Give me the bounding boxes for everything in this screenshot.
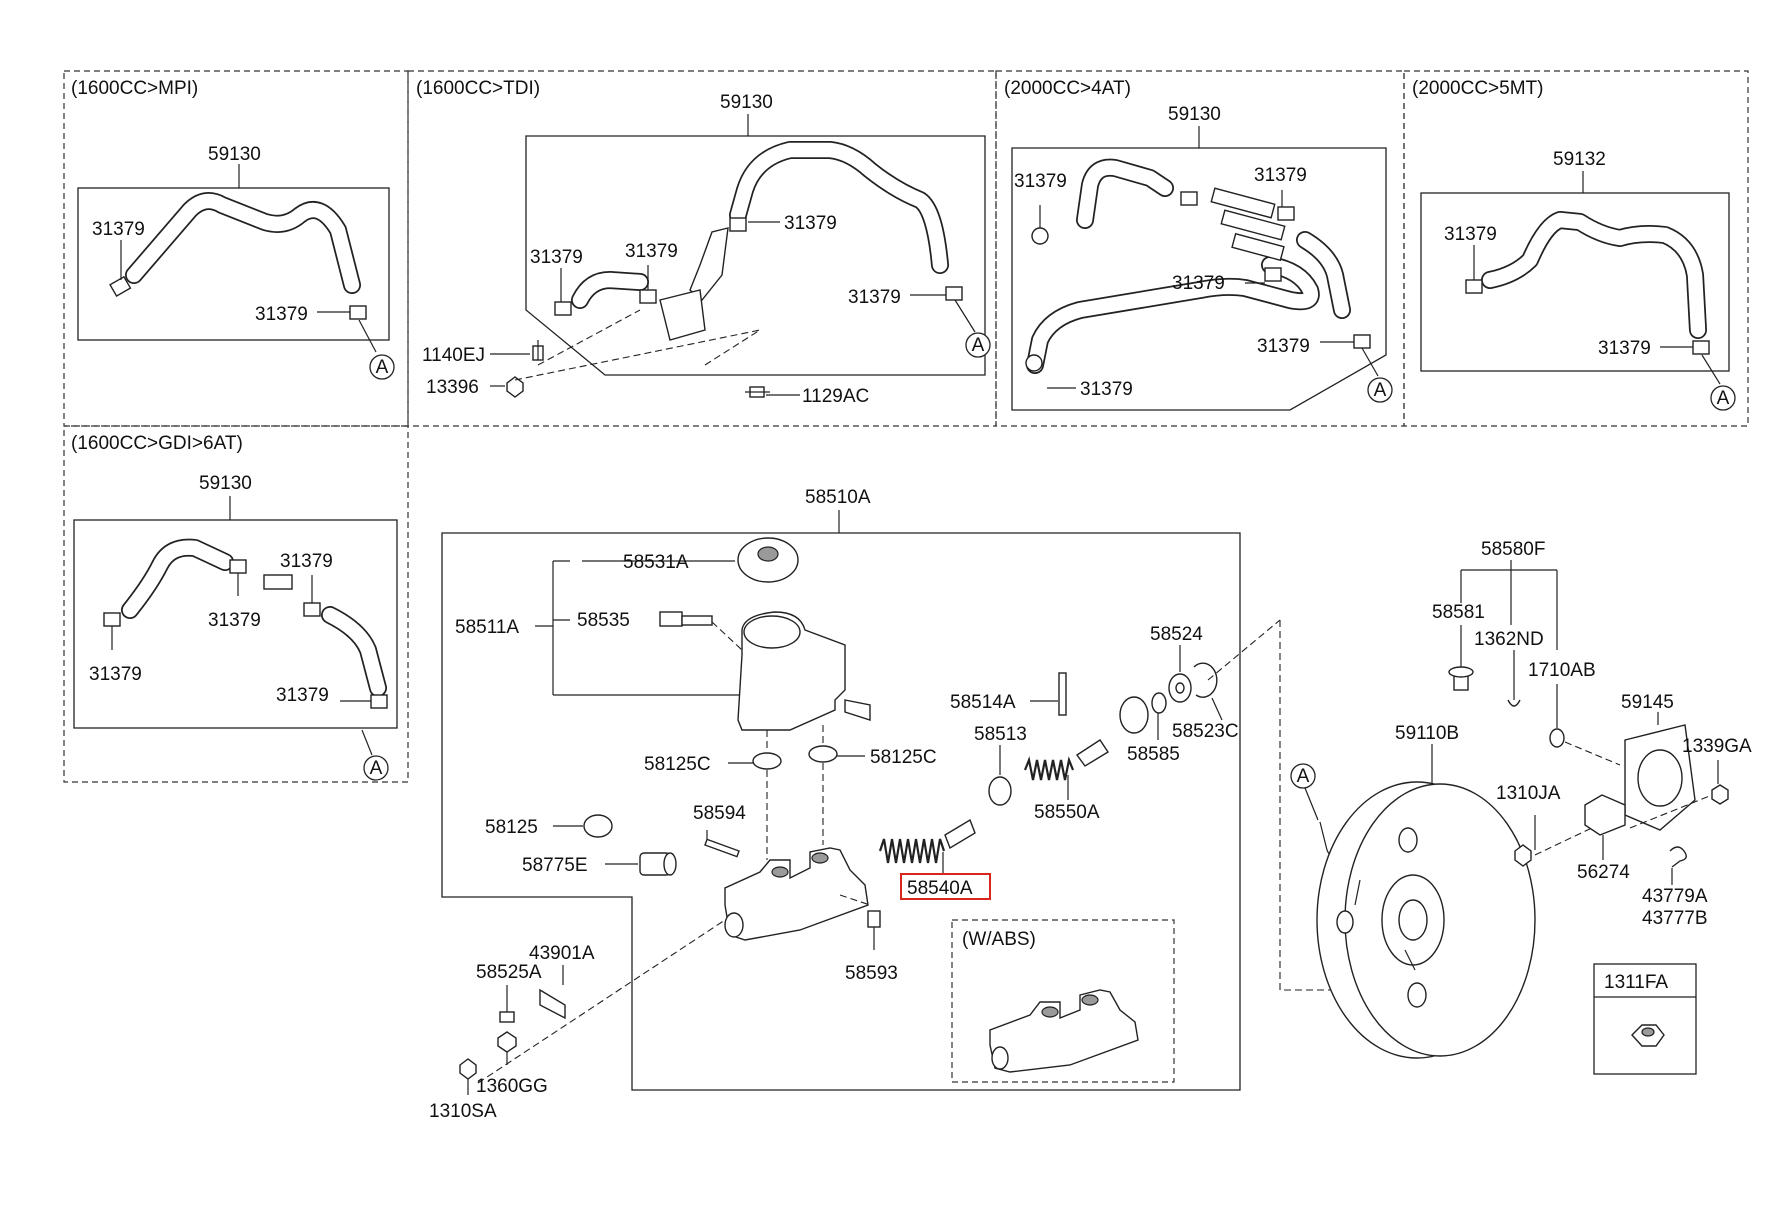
label-31379: 31379 [848, 287, 901, 308]
section-header-5mt: (2000CC>5MT) [1412, 78, 1543, 99]
label-58594: 58594 [693, 803, 746, 824]
label-58585: 58585 [1127, 744, 1180, 765]
label-58125: 58125 [485, 817, 538, 838]
label-58523c: 58523C [1172, 721, 1239, 742]
label-43777b: 43777B [1642, 908, 1708, 929]
label-31379: 31379 [92, 219, 145, 240]
marker-a: A [1374, 380, 1387, 401]
marker-a: A [370, 758, 383, 779]
label-31379: 31379 [1444, 224, 1497, 245]
label-58514a: 58514A [950, 692, 1016, 713]
marker-a: A [376, 357, 389, 378]
label-59130: 59130 [199, 473, 252, 494]
label-58125c: 58125C [870, 747, 937, 768]
label-31379: 31379 [1257, 336, 1310, 357]
label-1310sa: 1310SA [429, 1101, 497, 1122]
label-58525a: 58525A [476, 962, 542, 983]
label-58531a: 58531A [623, 552, 689, 573]
label-58550a: 58550A [1034, 802, 1100, 823]
tdi-section: A 59130 31379 31379 31379 31379 1140EJ 1… [422, 92, 991, 407]
mt5-section: A 59132 31379 31379 [1420, 149, 1736, 411]
label-31379: 31379 [1080, 379, 1133, 400]
label-1710ab: 1710AB [1528, 660, 1596, 681]
label-43901a: 43901A [529, 943, 595, 964]
label-1362nd: 1362ND [1474, 629, 1544, 650]
section-header-gdi: (1600CC>GDI>6AT) [71, 433, 243, 454]
label-58593: 58593 [845, 963, 898, 984]
label-1311fa: 1311FA [1604, 972, 1668, 993]
label-56274: 56274 [1577, 862, 1630, 883]
section-header-tdi: (1600CC>TDI) [416, 78, 540, 99]
mpi-section: A 59130 31379 31379 [77, 144, 395, 380]
label-31379: 31379 [280, 551, 333, 572]
label-31379: 31379 [276, 685, 329, 706]
label-58535: 58535 [577, 610, 630, 631]
label-58581: 58581 [1432, 602, 1485, 623]
gdi-section: A 59130 31379 31379 31379 31379 [73, 473, 398, 781]
section-frames [63, 70, 1749, 783]
label-58775e: 58775E [522, 855, 588, 876]
label-59145: 59145 [1621, 692, 1674, 713]
master-cylinder-assembly: 58510A 58531A 58511A 58535 58125C 58125C [429, 487, 1241, 1122]
label-13396: 13396 [426, 377, 479, 398]
label-31379: 31379 [208, 610, 261, 631]
label-1339ga: 1339GA [1682, 736, 1752, 757]
label-58125c: 58125C [644, 754, 711, 775]
label-59110b: 59110B [1395, 723, 1459, 744]
label-59130: 59130 [720, 92, 773, 113]
label-59132: 59132 [1553, 149, 1606, 170]
marker-a: A [1717, 388, 1730, 409]
marker-a: A [972, 335, 985, 356]
label-59130: 59130 [1168, 104, 1221, 125]
section-header-mpi: (1600CC>MPI) [71, 78, 198, 99]
label-59130: 59130 [208, 144, 261, 165]
label-31379: 31379 [255, 304, 308, 325]
label-31379: 31379 [625, 241, 678, 262]
marker-a: A [1297, 766, 1310, 787]
label-1140ej: 1140EJ [422, 345, 485, 366]
label-58513: 58513 [974, 724, 1027, 745]
label-31379: 31379 [1598, 338, 1651, 359]
label-31379: 31379 [530, 247, 583, 268]
label-1310ja: 1310JA [1496, 783, 1561, 804]
label-31379: 31379 [1254, 165, 1307, 186]
label-43779a: 43779A [1642, 886, 1708, 907]
label-58510a: 58510A [805, 487, 871, 508]
label-58511a: 58511A [455, 617, 519, 638]
label-58580f: 58580F [1481, 539, 1545, 560]
label-31379: 31379 [89, 664, 142, 685]
label-31379: 31379 [1014, 171, 1067, 192]
highlight-58540a [900, 873, 991, 900]
section-header-4at: (2000CC>4AT) [1004, 78, 1131, 99]
label-58524: 58524 [1150, 624, 1203, 645]
label-31379: 31379 [1172, 273, 1225, 294]
label-31379: 31379 [784, 213, 837, 234]
label-1129ac: 1129AC [802, 386, 869, 407]
brake-booster: A 59110B 1310JA 59145 56274 1339GA [1290, 539, 1752, 1075]
label-58540a: 58540A [907, 878, 973, 899]
at4-section: A 59130 31379 31379 31379 31379 31379 [1011, 104, 1393, 411]
section-header-abs: (W/ABS) [962, 929, 1036, 950]
label-1360gg: 1360GG [476, 1076, 548, 1097]
